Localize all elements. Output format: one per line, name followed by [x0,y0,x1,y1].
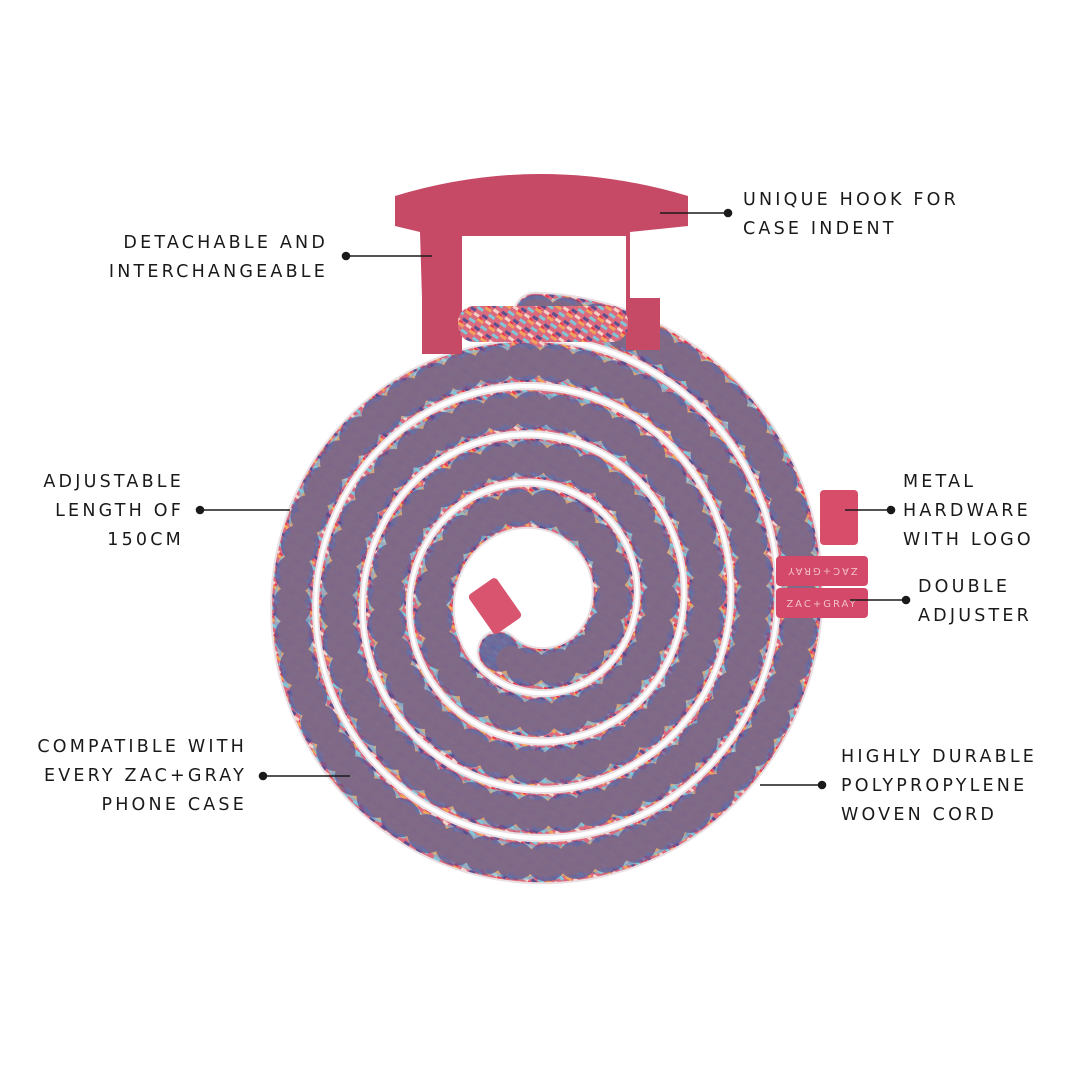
callout-line: WITH LOGO [903,530,1034,550]
callout-length: ADJUSTABLE LENGTH OF 150CM [43,468,184,555]
adjuster-logo-text: ZAC+GRAY [786,599,857,610]
callout-line: DOUBLE [918,577,1011,597]
leader-dot [195,505,205,515]
callout-line: PHONE CASE [101,795,247,815]
leader-dot [817,780,827,790]
callout-line: HIGHLY DURABLE [841,747,1038,767]
leader-dot [901,595,911,605]
callout-hardware: METAL HARDWARE WITH LOGO [903,468,1034,555]
cord-loop-at-hook [458,306,628,342]
callout-cord: HIGHLY DURABLE POLYPROPYLENE WOVEN CORD [841,743,1037,830]
callout-line: 150CM [107,530,184,550]
callout-line: ADJUSTABLE [43,472,184,492]
callout-line: HARDWARE [903,501,1031,521]
callout-line: EVERY ZAC+GRAY [43,766,247,786]
leader-dot [258,771,268,781]
callout-line: ADJUSTER [918,606,1033,626]
leader-dot [886,505,896,515]
double-adjuster: ZAC+GRAY ZAC+GRAY [776,556,868,618]
callout-line: COMPATIBLE WITH [37,737,247,757]
callout-line: WOVEN CORD [841,805,998,825]
callout-adjuster: DOUBLE ADJUSTER [918,573,1032,631]
callout-line: DETACHABLE AND [123,233,328,253]
callout-line: CASE INDENT [743,219,897,239]
cord-strand-purple [273,294,821,882]
callout-line: LENGTH OF [55,501,184,521]
adjuster-bottom [776,588,868,618]
callout-hook: UNIQUE HOOK FOR CASE INDENT [743,186,959,244]
adjuster-logo-text: ZAC+GRAY [786,565,857,576]
leader-lines [195,208,911,790]
adjuster-top [776,556,868,586]
woven-cord-spiral [270,291,824,885]
leader-dot [341,251,351,261]
callout-line: METAL [903,472,977,492]
callout-line: INTERCHANGEABLE [108,262,328,282]
callout-compatible: COMPATIBLE WITH EVERY ZAC+GRAY PHONE CAS… [37,733,247,820]
cord-end-cap [468,578,522,634]
callout-line: UNIQUE HOOK FOR [743,190,960,210]
callout-line: POLYPROPYLENE [841,776,1028,796]
leader-dot [723,208,733,218]
callout-detachable: DETACHABLE AND INTERCHANGEABLE [109,229,328,287]
hook-clip [395,174,688,354]
metal-hardware-logo [820,490,858,545]
